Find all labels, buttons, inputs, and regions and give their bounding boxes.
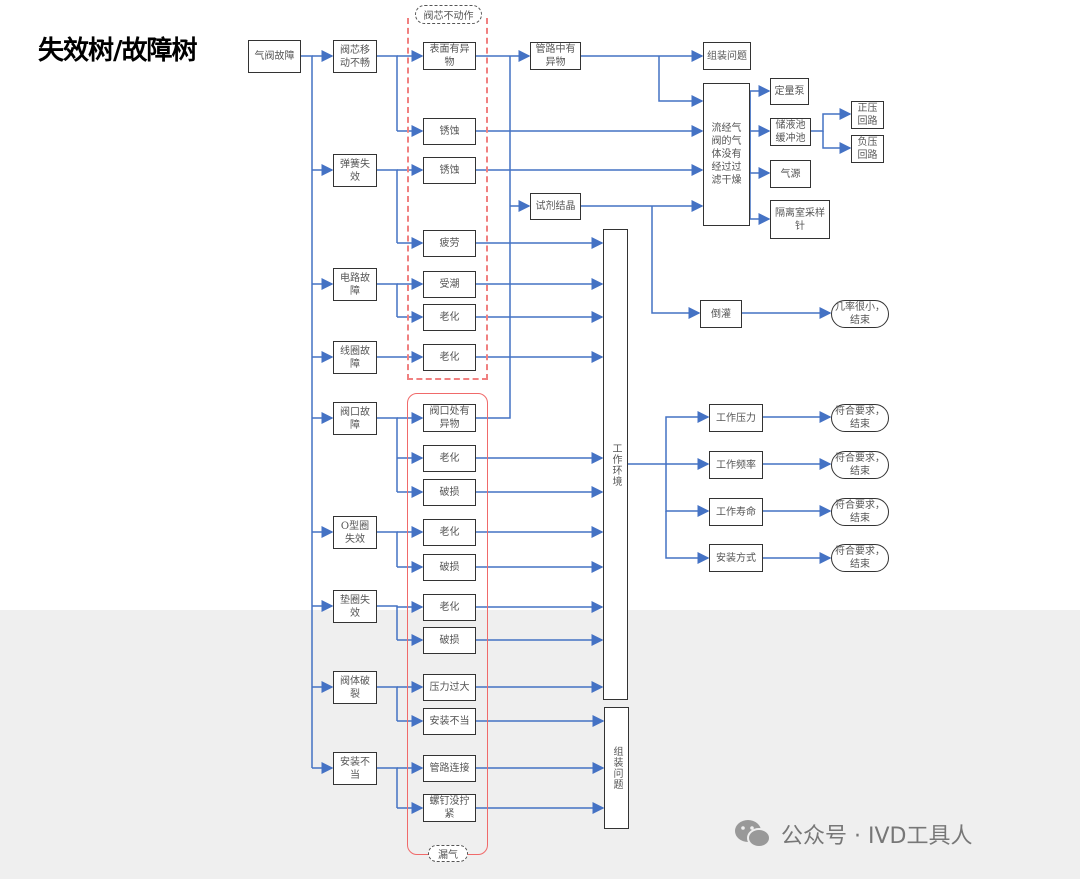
level1-node: 阀口故障 bbox=[333, 402, 377, 435]
reservoir-node: 储液池缓冲池 bbox=[770, 118, 811, 146]
level2-node: 破损 bbox=[423, 553, 476, 581]
group-label-valve-core: 阀芯不动作 bbox=[415, 5, 482, 24]
watermark-text: 公众号 · IVD工具人 bbox=[781, 824, 973, 849]
level2-node: 表面有异物 bbox=[423, 42, 476, 70]
air-source-node: 气源 bbox=[770, 160, 811, 188]
connector bbox=[377, 686, 398, 721]
unfiltered-gas-node: 流经气阀的气体没有经过过滤干燥 bbox=[703, 83, 750, 226]
level2-node: 老化 bbox=[423, 593, 476, 621]
level1-node: O型圈失效 bbox=[333, 516, 377, 549]
connector bbox=[651, 206, 701, 319]
watermark: 公众号 · IVD工具人 bbox=[733, 818, 972, 850]
backflow-node: 倒灌 bbox=[700, 300, 742, 328]
assembly-tall-node: 组装问题 bbox=[604, 707, 629, 829]
negative-pressure-node: 负压回路 bbox=[851, 135, 884, 163]
level2-node: 疲劳 bbox=[423, 229, 476, 257]
assembly-node: 组装问题 bbox=[703, 42, 751, 70]
level2-node: 安装不当 bbox=[423, 707, 476, 735]
connector bbox=[665, 464, 710, 517]
low-probability-end: 几率很小，结束 bbox=[831, 300, 889, 328]
pump-node: 定量泵 bbox=[770, 78, 809, 105]
connector bbox=[749, 91, 769, 173]
connector bbox=[749, 91, 771, 225]
level2-node: 破损 bbox=[423, 626, 476, 654]
level2-node: 螺钉没拧紧 bbox=[423, 794, 476, 822]
level2-node: 破损 bbox=[423, 478, 476, 506]
level2-node: 阀口处有异物 bbox=[423, 404, 476, 432]
level2-node: 压力过大 bbox=[423, 673, 476, 701]
connector bbox=[377, 767, 398, 808]
level2-node: 老化 bbox=[423, 303, 476, 331]
frequency-node: 工作频率 bbox=[709, 451, 763, 479]
level1-node: 弹簧失效 bbox=[333, 154, 377, 187]
page-title: 失效树/故障树 bbox=[38, 36, 197, 66]
connector bbox=[377, 283, 398, 317]
ok-end-1: 符合要求，结束 bbox=[831, 404, 889, 432]
level1-node: 电路故障 bbox=[333, 268, 377, 301]
level2-node: 老化 bbox=[423, 343, 476, 371]
connector bbox=[377, 169, 398, 243]
ok-end-4: 符合要求，结束 bbox=[831, 544, 889, 572]
group-label-leak: 漏气 bbox=[428, 845, 468, 862]
connector bbox=[628, 411, 710, 465]
pipe-foreign-node: 管路中有异物 bbox=[530, 42, 581, 70]
level2-node: 老化 bbox=[423, 518, 476, 546]
level1-node: 阀芯移动不畅 bbox=[333, 40, 377, 73]
isolation-node: 隔离室采样针 bbox=[770, 200, 830, 239]
valve-core-stuck-group bbox=[407, 18, 488, 380]
work-env-node: 工作环境 bbox=[603, 229, 628, 700]
connector bbox=[822, 131, 852, 154]
crystal-node: 试剂结晶 bbox=[530, 193, 581, 220]
connector bbox=[301, 55, 313, 768]
level2-node: 锈蚀 bbox=[423, 117, 476, 145]
root-node: 气阀故障 bbox=[248, 40, 301, 73]
connector bbox=[377, 55, 398, 131]
connector bbox=[377, 605, 398, 640]
connector bbox=[811, 108, 852, 132]
level1-node: 垫圈失效 bbox=[333, 590, 377, 623]
connector bbox=[665, 511, 710, 564]
pressure-node: 工作压力 bbox=[709, 404, 763, 432]
connector bbox=[658, 56, 704, 107]
level2-node: 管路连接 bbox=[423, 754, 476, 782]
level2-node: 受潮 bbox=[423, 270, 476, 298]
level2-node: 锈蚀 bbox=[423, 156, 476, 184]
level2-node: 老化 bbox=[423, 444, 476, 472]
ok-end-2: 符合要求，结束 bbox=[831, 451, 889, 479]
life-node: 工作寿命 bbox=[709, 498, 763, 526]
wechat-icon bbox=[735, 820, 771, 848]
connector bbox=[377, 531, 398, 567]
ok-end-3: 符合要求，结束 bbox=[831, 498, 889, 526]
lower-background bbox=[0, 610, 1080, 879]
connector bbox=[377, 417, 398, 492]
install-node: 安装方式 bbox=[709, 544, 763, 572]
level1-node: 安装不当 bbox=[333, 752, 377, 785]
level1-node: 线圈故障 bbox=[333, 341, 377, 374]
positive-pressure-node: 正压回路 bbox=[851, 101, 884, 129]
level1-node: 阀体破裂 bbox=[333, 671, 377, 704]
